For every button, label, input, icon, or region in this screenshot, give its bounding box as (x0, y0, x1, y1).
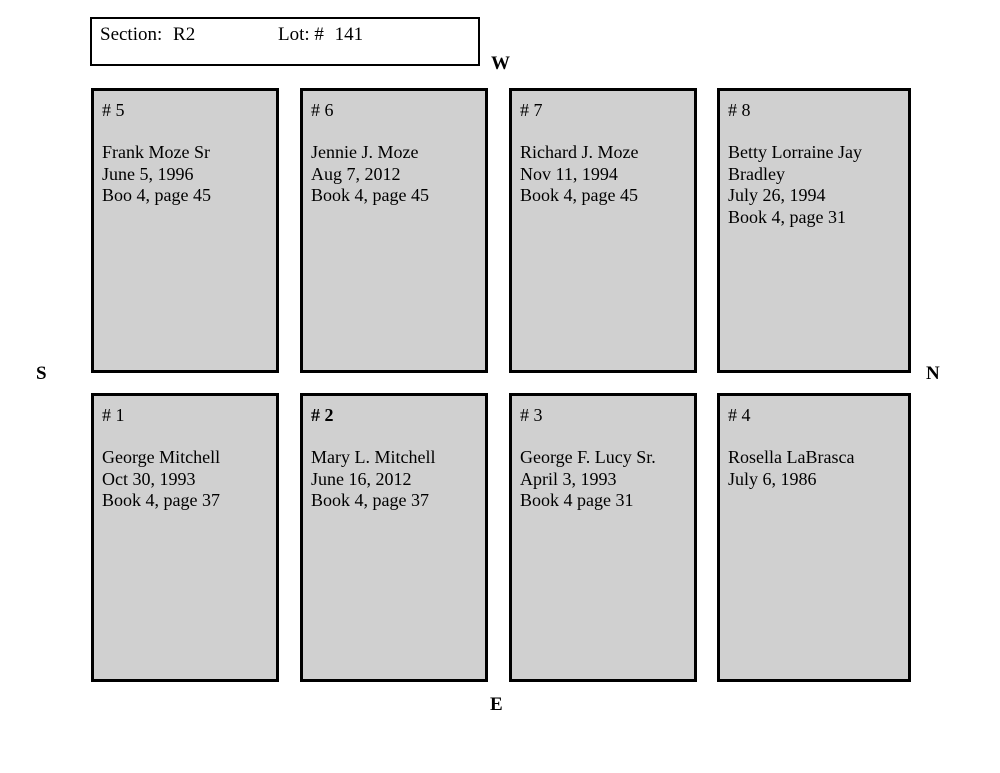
plot-details: Jennie J. Moze Aug 7, 2012 Book 4, page … (311, 142, 485, 207)
plot-detail-line: Boo 4, page 45 (102, 185, 211, 205)
plot-detail-line: Book 4, page 45 (520, 185, 638, 205)
plot-detail-line: Frank Moze Sr (102, 142, 210, 162)
compass-label-west: W (491, 53, 510, 74)
plot-cell[interactable]: # 7 Richard J. Moze Nov 11, 1994 Book 4,… (509, 88, 697, 373)
plot-detail-line: June 5, 1996 (102, 163, 194, 184)
plot-detail-line: Book 4, page 37 (102, 490, 220, 510)
plot-detail-line: Book 4, page 37 (311, 490, 429, 510)
plot-cell[interactable]: # 4 Rosella LaBrasca July 6, 1986 (717, 393, 911, 682)
header-text-line: Section: R2 Lot: # 141 (100, 23, 363, 47)
plot-details: George Mitchell Oct 30, 1993 Book 4, pag… (102, 447, 276, 512)
plot-detail-line: June 16, 2012 (311, 468, 412, 489)
plot-detail-line: Betty Lorraine Jay (728, 142, 862, 162)
plot-number: # 7 (520, 100, 543, 120)
plot-detail-line: July 26, 1994 (728, 185, 826, 205)
plot-detail-line: Richard J. Moze (520, 142, 639, 162)
plot-number: # 3 (520, 405, 543, 425)
plot-detail-line: Aug 7, 2012 (311, 163, 401, 184)
plot-details: Frank Moze Sr June 5, 1996 Boo 4, page 4… (102, 142, 276, 207)
plot-cell[interactable]: # 3 George F. Lucy Sr. April 3, 1993 Boo… (509, 393, 697, 682)
lot-group: Lot: # 141 (278, 23, 363, 47)
plot-number: # 8 (728, 100, 751, 120)
plot-detail-line: George F. Lucy Sr. (520, 447, 656, 467)
plot-number: # 2 (311, 405, 334, 425)
plot-detail-line: April 3, 1993 (520, 468, 617, 489)
plot-details: Richard J. Moze Nov 11, 1994 Book 4, pag… (520, 142, 694, 207)
plot-number: # 6 (311, 100, 334, 120)
plot-detail-line: Book 4, page 31 (728, 206, 846, 227)
plot-detail-line: July 6, 1986 (728, 468, 817, 489)
plot-details: Mary L. Mitchell June 16, 2012 Book 4, p… (311, 447, 485, 512)
plot-cell[interactable]: # 1 George Mitchell Oct 30, 1993 Book 4,… (91, 393, 279, 682)
section-lot-header-box: Section: R2 Lot: # 141 (90, 17, 480, 66)
plot-detail-line: Jennie J. Moze (311, 142, 419, 162)
plot-details: Betty Lorraine Jay Bradley July 26, 1994… (728, 142, 908, 228)
section-value: R2 (173, 24, 196, 45)
plot-cell[interactable]: # 2 Mary L. Mitchell June 16, 2012 Book … (300, 393, 488, 682)
compass-label-south: S (36, 363, 47, 384)
plot-number: # 5 (102, 100, 125, 120)
plot-number: # 4 (728, 405, 751, 425)
lot-label: Lot: # (277, 24, 324, 45)
plot-detail-line: George Mitchell (102, 447, 221, 467)
plot-detail-line: Nov 11, 1994 (520, 163, 618, 184)
plot-number: # 1 (102, 405, 125, 425)
section-label: Section: (100, 24, 163, 45)
plot-detail-line: Bradley (728, 163, 785, 184)
plot-cell[interactable]: # 6 Jennie J. Moze Aug 7, 2012 Book 4, p… (300, 88, 488, 373)
plot-cell[interactable]: # 8 Betty Lorraine Jay Bradley July 26, … (717, 88, 911, 373)
plot-detail-line: Book 4, page 45 (311, 185, 429, 205)
plot-cell[interactable]: # 5 Frank Moze Sr June 5, 1996 Boo 4, pa… (91, 88, 279, 373)
plot-detail-line: Book 4 page 31 (520, 490, 634, 510)
plot-details: Rosella LaBrasca July 6, 1986 (728, 447, 908, 490)
plot-detail-line: Rosella LaBrasca (728, 447, 855, 467)
plot-row-bottom: # 1 George Mitchell Oct 30, 1993 Book 4,… (91, 393, 911, 682)
plot-details: George F. Lucy Sr. April 3, 1993 Book 4 … (520, 447, 694, 512)
lot-value: 141 (334, 24, 364, 45)
plot-detail-line: Oct 30, 1993 (102, 468, 196, 489)
plot-row-top: # 5 Frank Moze Sr June 5, 1996 Boo 4, pa… (91, 88, 911, 373)
plot-detail-line: Mary L. Mitchell (311, 447, 436, 467)
compass-label-north: N (926, 363, 940, 384)
compass-label-east: E (490, 694, 503, 715)
